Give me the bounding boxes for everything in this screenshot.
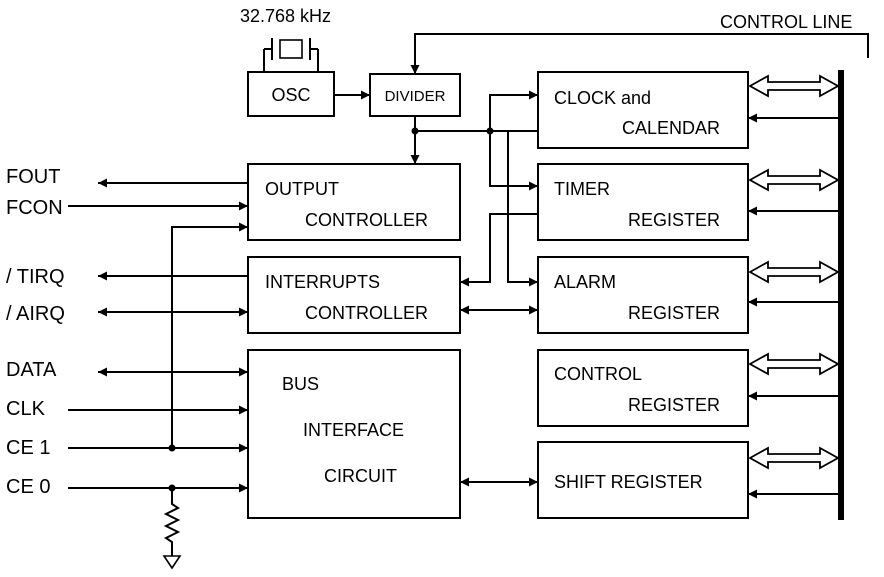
control-label-1: CONTROL [554, 364, 642, 384]
bus-label-2: INTERFACE [303, 420, 404, 440]
divider-label: DIVIDER [385, 88, 446, 105]
control-label-2: REGISTER [628, 395, 720, 415]
pin-airq: / AIRQ [6, 303, 65, 325]
clock-label-2: CALENDAR [622, 118, 720, 138]
output-label-1: OUTPUT [265, 179, 339, 199]
interrupts-controller-block [247, 256, 461, 334]
interrupts-label-1: INTERRUPTS [265, 272, 380, 292]
pin-fcon: FCON [6, 197, 63, 219]
timer-label-2: REGISTER [628, 210, 720, 230]
timer-register-block [537, 163, 749, 241]
crystal-frequency-label: 32.768 kHz [240, 6, 331, 26]
bus-label-1: BUS [282, 374, 319, 394]
crystal-icon [263, 38, 319, 72]
control-register-block [537, 349, 749, 427]
junction-dots [168, 127, 494, 492]
pin-data: DATA [6, 359, 57, 381]
pin-tirq: / TIRQ [6, 266, 65, 288]
pin-ce1: CE 1 [6, 437, 50, 459]
clock-label-1: CLOCK and [554, 88, 651, 108]
bus-label-3: CIRCUIT [324, 466, 397, 486]
resistor-icon [162, 488, 182, 570]
control-line-label: CONTROL LINE [720, 12, 852, 32]
control-bus [838, 70, 844, 520]
bus-interface-block [247, 349, 461, 519]
shift-register-block [537, 441, 749, 519]
pin-clk: CLK [6, 398, 46, 420]
output-label-2: CONTROLLER [305, 210, 428, 230]
interrupts-label-2: CONTROLLER [305, 303, 428, 323]
alarm-label-1: ALARM [554, 272, 616, 292]
osc-label: OSC [271, 85, 310, 105]
alarm-label-2: REGISTER [628, 303, 720, 323]
clock-calendar-block [537, 71, 749, 149]
timer-label-1: TIMER [554, 179, 610, 199]
shift-register-label: SHIFT REGISTER [554, 472, 703, 492]
alarm-register-block [537, 256, 749, 334]
pin-fout: FOUT [6, 166, 60, 188]
output-controller-block [247, 163, 461, 241]
pin-ce0: CE 0 [6, 476, 50, 498]
bus-arrows [748, 74, 840, 470]
